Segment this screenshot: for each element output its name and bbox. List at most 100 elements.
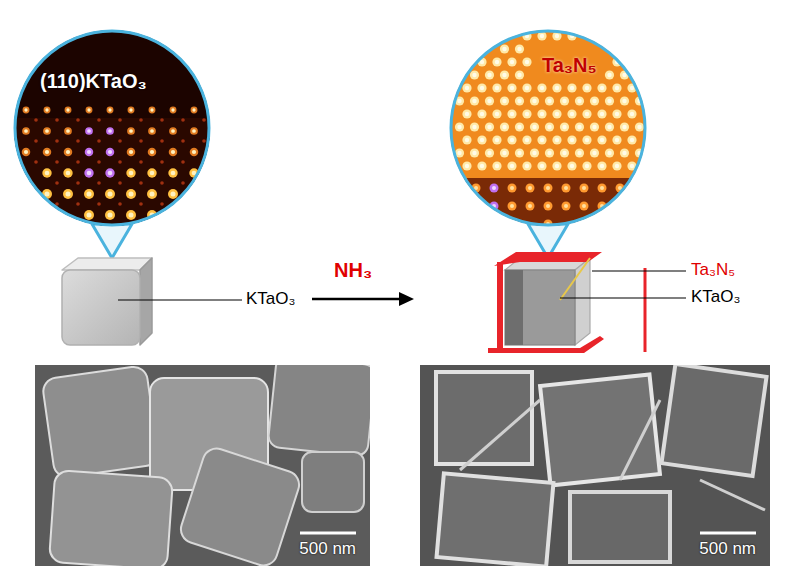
atom-dot bbox=[148, 127, 156, 135]
atom-dot bbox=[106, 148, 115, 157]
atom-core bbox=[465, 138, 469, 142]
atom-core bbox=[622, 73, 626, 77]
atom-dot bbox=[508, 184, 517, 193]
atom-dot bbox=[181, 181, 185, 185]
atom-dot bbox=[106, 127, 114, 135]
sem-frame bbox=[540, 375, 660, 486]
atom-core bbox=[555, 138, 559, 142]
atom-dot bbox=[97, 160, 101, 164]
atom-core bbox=[562, 99, 566, 103]
atom-dot bbox=[118, 181, 122, 185]
atom-core bbox=[564, 186, 568, 190]
atom-core bbox=[600, 138, 604, 142]
atom-core bbox=[510, 86, 514, 90]
atom-core bbox=[45, 192, 50, 197]
atom-dot bbox=[55, 139, 59, 143]
atom-core bbox=[472, 99, 476, 103]
atom-dot bbox=[485, 70, 494, 79]
atom-dot bbox=[455, 122, 464, 131]
atom-core bbox=[540, 86, 544, 90]
atom-dot bbox=[85, 127, 93, 135]
atom-core bbox=[517, 99, 521, 103]
atom-core bbox=[570, 86, 574, 90]
atom-dot bbox=[537, 135, 546, 144]
atom-dot bbox=[191, 107, 198, 114]
atom-dot bbox=[97, 181, 101, 185]
atom-core bbox=[150, 192, 155, 197]
atom-core bbox=[66, 129, 70, 133]
ktao3-cube bbox=[62, 258, 152, 345]
atom-dot bbox=[22, 127, 30, 135]
ta3n5-plate bbox=[488, 336, 604, 353]
atom-core bbox=[540, 164, 544, 168]
atom-dot bbox=[522, 135, 531, 144]
atom-core bbox=[24, 150, 28, 154]
atom-core bbox=[510, 164, 514, 168]
atom-dot bbox=[552, 109, 561, 118]
atom-dot bbox=[526, 184, 535, 193]
atom-core bbox=[540, 138, 544, 142]
atom-core bbox=[540, 34, 544, 38]
atom-core bbox=[510, 60, 514, 64]
scale-bar bbox=[700, 532, 756, 535]
atom-dot bbox=[477, 161, 486, 170]
atom-core bbox=[87, 129, 91, 133]
atom-dot bbox=[560, 96, 569, 105]
magnifier-rim bbox=[15, 31, 209, 225]
atom-dot bbox=[139, 139, 143, 143]
atom-core bbox=[492, 186, 496, 190]
atom-dot bbox=[620, 122, 629, 131]
atomic-lattice bbox=[12, 28, 212, 228]
atom-dot bbox=[202, 118, 206, 122]
atom-core bbox=[108, 150, 112, 154]
atom-dot bbox=[470, 148, 479, 157]
atom-core bbox=[570, 112, 574, 116]
atom-core bbox=[66, 108, 69, 111]
atom-dot bbox=[530, 148, 539, 157]
atom-core bbox=[600, 186, 604, 190]
atom-core bbox=[495, 138, 499, 142]
atom-dot bbox=[181, 118, 185, 122]
atom-dot bbox=[507, 135, 516, 144]
atom-dot bbox=[169, 148, 178, 157]
atom-core bbox=[585, 112, 589, 116]
atom-core bbox=[502, 73, 506, 77]
atom-dot bbox=[43, 148, 52, 157]
atom-core bbox=[555, 112, 559, 116]
atom-core bbox=[45, 150, 49, 154]
atom-core bbox=[622, 125, 626, 129]
atom-core bbox=[547, 99, 551, 103]
atom-core bbox=[528, 204, 532, 208]
atom-dot bbox=[462, 161, 471, 170]
atom-core bbox=[129, 213, 134, 218]
ta3n5-plate bbox=[644, 268, 647, 352]
reaction-arrow bbox=[312, 298, 402, 301]
atom-core bbox=[532, 99, 536, 103]
magnifier-pointer bbox=[92, 224, 132, 258]
atomic-lattice bbox=[448, 28, 648, 228]
atom-dot bbox=[590, 148, 599, 157]
atom-core bbox=[45, 129, 49, 133]
atom-dot bbox=[107, 107, 114, 114]
atom-dot bbox=[181, 202, 185, 206]
atom-core bbox=[607, 151, 611, 155]
atom-dot bbox=[118, 139, 122, 143]
sem-image-panel: 500 nm bbox=[35, 365, 370, 566]
atom-core bbox=[487, 125, 491, 129]
atom-dot bbox=[76, 139, 80, 143]
atom-dot bbox=[118, 160, 122, 164]
atom-dot bbox=[202, 181, 206, 185]
atom-core bbox=[577, 151, 581, 155]
atom-dot bbox=[477, 135, 486, 144]
sem-frame bbox=[661, 365, 766, 476]
atom-dot bbox=[526, 202, 535, 211]
atom-dot bbox=[492, 83, 501, 92]
magnifier-circle bbox=[12, 28, 212, 228]
atom-dot bbox=[507, 109, 516, 118]
core-shell-cube bbox=[488, 252, 604, 353]
atom-core bbox=[525, 138, 529, 142]
atom-dot bbox=[485, 148, 494, 157]
atom-core bbox=[502, 151, 506, 155]
atom-dot bbox=[55, 118, 59, 122]
atom-dot bbox=[605, 122, 614, 131]
